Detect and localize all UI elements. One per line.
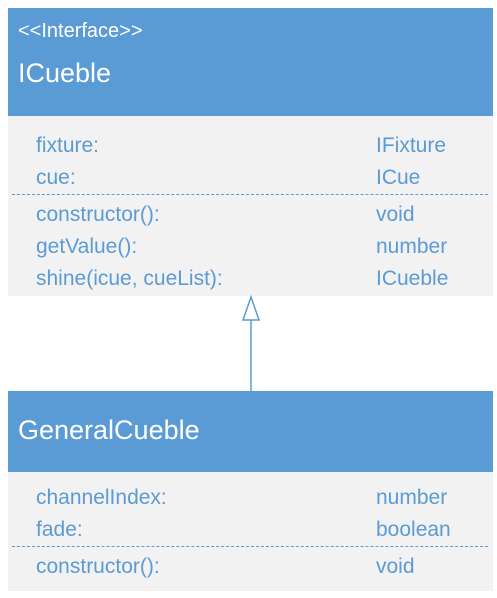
method-return-type: ICueble	[376, 267, 449, 290]
method-name: constructor():	[36, 203, 160, 226]
attribute-type: boolean	[376, 518, 451, 541]
attribute-row: channelIndex: number	[8, 482, 493, 514]
interface-class-name: ICueble	[18, 58, 112, 88]
general-class-name: GeneralCueble	[18, 415, 200, 445]
method-row: shine(icue, cueList): ICueble	[8, 263, 493, 295]
attribute-type: IFixture	[376, 134, 447, 157]
interface-methods: constructor(): void getValue(): number s…	[8, 195, 493, 295]
method-name: shine(icue, cueList):	[36, 267, 223, 290]
attribute-name: cue:	[36, 166, 76, 189]
general-methods: constructor(): void	[8, 547, 493, 583]
attribute-name: fixture:	[36, 134, 100, 157]
method-row: constructor(): void	[8, 199, 493, 231]
attribute-type: number	[376, 486, 448, 509]
method-return-type: void	[376, 555, 415, 578]
attribute-row: fixture: IFixture	[8, 130, 493, 162]
interface-stereotype: <<Interface>>	[18, 20, 143, 42]
attribute-name: fade:	[36, 518, 83, 541]
general-class-header: GeneralCueble	[8, 391, 493, 472]
method-row: getValue(): number	[8, 231, 493, 263]
method-name: getValue():	[36, 235, 138, 258]
interface-class-box: <<Interface>> ICueble fixture: IFixture …	[8, 8, 493, 296]
attribute-name: channelIndex:	[36, 486, 167, 509]
general-class-box: GeneralCueble channelIndex: number fade:…	[8, 391, 493, 591]
method-name: constructor():	[36, 555, 160, 578]
interface-attributes: fixture: IFixture cue: ICue	[8, 116, 493, 194]
attribute-type: ICue	[376, 166, 421, 189]
general-attributes: channelIndex: number fade: boolean	[8, 472, 493, 546]
method-row: constructor(): void	[8, 551, 493, 583]
section-divider	[12, 194, 488, 195]
section-divider	[12, 546, 488, 547]
hollow-triangle-icon	[241, 294, 261, 321]
interface-class-header: <<Interface>> ICueble	[8, 8, 493, 116]
attribute-row: cue: ICue	[8, 162, 493, 194]
method-return-type: number	[376, 235, 448, 258]
method-return-type: void	[376, 203, 415, 226]
attribute-row: fade: boolean	[8, 514, 493, 546]
